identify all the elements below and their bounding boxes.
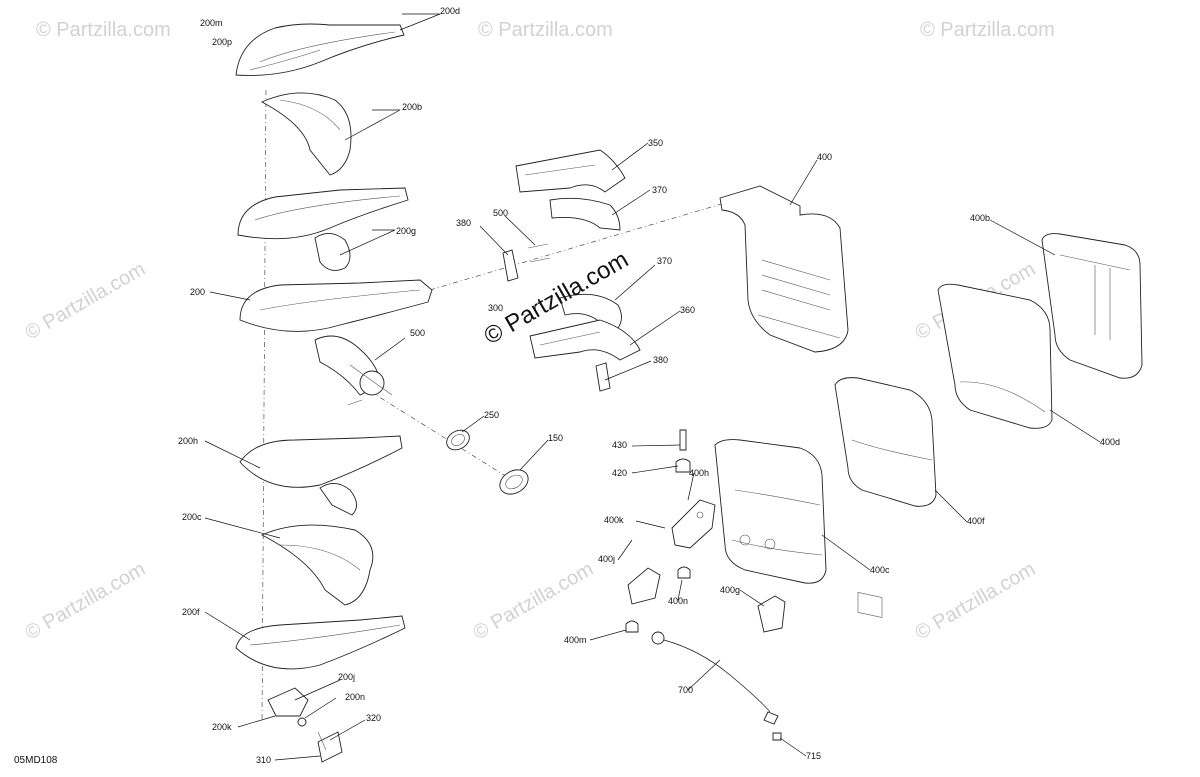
label-200n: 200n	[345, 692, 365, 702]
watermark-tile: © Partzilla.com	[470, 558, 598, 644]
part-200d-cover	[235, 23, 405, 76]
label-400: 400	[817, 152, 832, 162]
part-400m-grommet	[625, 620, 639, 633]
part-350-pipe	[515, 149, 626, 193]
part-400n-grommet	[677, 566, 691, 579]
part-400k-bracket	[671, 499, 716, 549]
part-360-pipe	[529, 319, 641, 361]
part-400f-cover	[834, 377, 937, 618]
label-370: 370	[652, 185, 667, 195]
part-380-clamp-lower	[595, 362, 611, 392]
label-360: 360	[680, 305, 695, 315]
label-430: 430	[612, 440, 627, 450]
label-200k: 200k	[212, 722, 232, 732]
label-350: 350	[648, 138, 663, 148]
label-420: 420	[612, 468, 627, 478]
label-150: 150	[548, 433, 563, 443]
label-200c: 200c	[182, 512, 202, 522]
part-200f-shield	[235, 615, 406, 670]
label-200g: 200g	[396, 226, 416, 236]
part-200g-pipe	[237, 187, 409, 271]
label-700: 700	[678, 685, 693, 695]
assembly-axis-left	[261, 89, 267, 721]
watermark-tile: © Partzilla.com	[36, 19, 171, 41]
label-400m: 400m	[564, 635, 587, 645]
part-400-muffler	[719, 185, 849, 353]
part-370-pipe-lower	[559, 293, 622, 329]
label-400g: 400g	[720, 585, 740, 595]
part-400g-bracket	[757, 595, 786, 633]
part-200-main-pipe	[239, 279, 433, 406]
label-400n: 400n	[668, 596, 688, 606]
label-400d: 400d	[1100, 437, 1120, 447]
label-400c: 400c	[870, 565, 890, 575]
part-200j-bracket	[267, 687, 343, 763]
watermark-tile: © Partzilla.com	[912, 558, 1040, 644]
part-370-pipe-upper	[549, 197, 621, 231]
label-400b: 400b	[970, 213, 990, 223]
label-380: 380	[456, 218, 471, 228]
label-310: 310	[256, 755, 271, 765]
label-400j: 400j	[598, 554, 615, 564]
label-400h: 400h	[689, 468, 709, 478]
label-200f: 200f	[182, 607, 200, 617]
label-500: 500	[493, 208, 508, 218]
label-300: 300	[488, 303, 503, 313]
part-500-springs-upper	[527, 243, 551, 263]
part-420-grommet	[675, 458, 691, 473]
label-400f: 400f	[967, 516, 985, 526]
label-250: 250	[484, 410, 499, 420]
part-380-clamp-upper	[502, 249, 519, 282]
watermark-tile: © Partzilla.com	[22, 258, 150, 344]
assembly-axis-ring	[359, 384, 521, 486]
part-200h-shield	[239, 435, 403, 516]
label-200p: 200p	[212, 37, 232, 47]
label-320: 320	[366, 713, 381, 723]
watermark-tile: © Partzilla.com	[478, 19, 613, 41]
assembly-axis-center	[429, 199, 736, 291]
label-200: 200	[190, 287, 205, 297]
leader-lines	[204, 13, 1101, 761]
part-200c-shield	[260, 524, 374, 606]
part-400j-bracket	[627, 567, 661, 605]
part-430-bolt	[679, 429, 687, 451]
part-700-sensor-cable	[651, 631, 782, 741]
label-370-lower: 370	[657, 256, 672, 266]
label-400k: 400k	[604, 515, 624, 525]
part-200b-shield	[260, 92, 352, 176]
part-250-ring	[446, 429, 470, 451]
part-400b-cover	[1041, 233, 1143, 379]
diagram-code: 05MD108	[14, 755, 58, 766]
label-200d: 200d	[440, 6, 460, 16]
label-200j: 200j	[338, 672, 355, 682]
label-200h: 200h	[178, 436, 198, 446]
watermark-tile: © Partzilla.com	[920, 19, 1055, 41]
label-715: 715	[806, 751, 821, 761]
label-500-lower: 500	[410, 328, 425, 338]
label-380-lower: 380	[653, 355, 668, 365]
watermark-tiles: © Partzilla.com © Partzilla.com © Partzi…	[22, 19, 1055, 644]
label-200m: 200m	[200, 18, 223, 28]
watermark-tile: © Partzilla.com	[22, 558, 150, 644]
part-400d-cover	[937, 283, 1053, 429]
part-150-ring	[499, 469, 529, 495]
part-400c-cover	[714, 439, 827, 584]
label-200b: 200b	[402, 102, 422, 112]
part-labels: 200m 200d 200p 200b 200g 200 200h 200c 2…	[178, 6, 1120, 765]
